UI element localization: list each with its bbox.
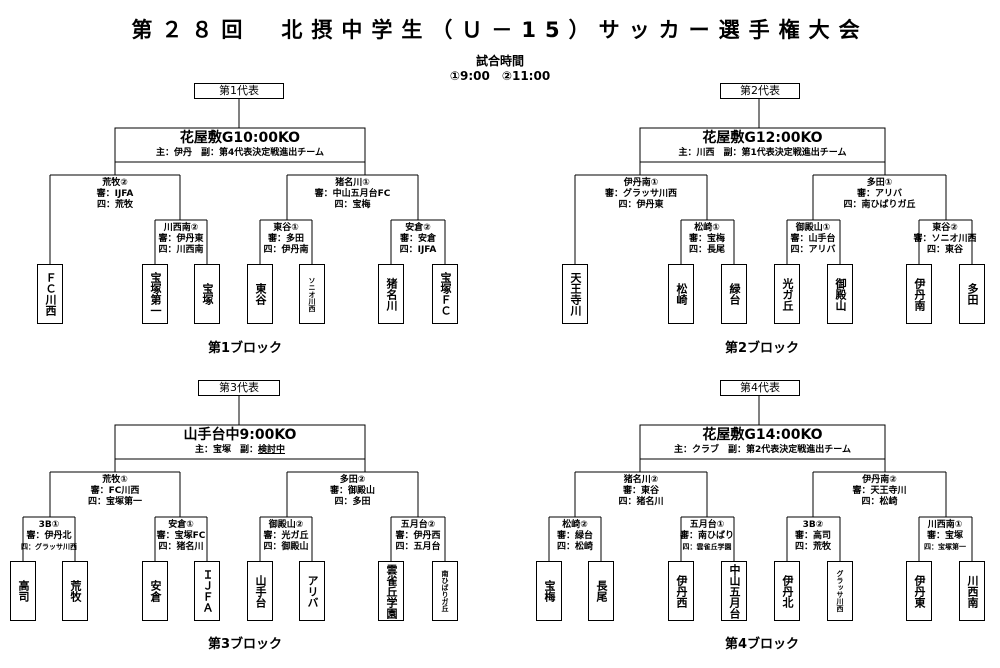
team-slot: 安倉 bbox=[142, 561, 168, 621]
team-slot: ＦＣ川西 bbox=[37, 264, 63, 324]
block1-representative: 第1代表 bbox=[194, 83, 284, 99]
team-slot: 宝塚第一 bbox=[142, 264, 168, 324]
team-slot: 伊丹南 bbox=[906, 264, 932, 324]
team-slot: 荒牧 bbox=[62, 561, 88, 621]
team-slot: 川西南 bbox=[959, 561, 985, 621]
schedule-times: ①9:00 ②11:00 bbox=[449, 69, 551, 83]
block3-label: 第3ブロック bbox=[208, 637, 283, 652]
block2-representative: 第2代表 bbox=[720, 83, 800, 99]
schedule-label: 試合時間 bbox=[475, 54, 524, 68]
team-slot: 南ひばりガ丘 bbox=[432, 561, 458, 621]
block3-venue: 山手台中9:00KO bbox=[183, 427, 297, 443]
block4-label: 第4ブロック bbox=[725, 637, 800, 652]
team-slot: 宝塚ＦＣ bbox=[432, 264, 458, 324]
team-slot: 宝塚 bbox=[194, 264, 220, 324]
team-slot: 伊丹東 bbox=[906, 561, 932, 621]
block2-officials: 主：川西 副：第1代表決定戦進出チーム bbox=[678, 148, 847, 158]
block1-venue: 花屋敷G10:00KO bbox=[179, 130, 301, 146]
team-slot: 雲雀丘学園 bbox=[378, 561, 404, 621]
team-slot: 長尾 bbox=[588, 561, 614, 621]
team-slot: グラッサ川西 bbox=[827, 561, 853, 621]
team-slot: 松崎 bbox=[668, 264, 694, 324]
block3-officials: 主：宝塚 副：検討中 bbox=[194, 445, 286, 455]
team-slot: 猪名川 bbox=[378, 264, 404, 324]
team-slot: 中山五月台 bbox=[721, 561, 747, 621]
team-slot: ＩＪＦＡ bbox=[194, 561, 220, 621]
team-slot: 高司 bbox=[10, 561, 36, 621]
page-title: 第２８回 北摂中学生（Ｕ－15）サッカー選手権大会 bbox=[131, 18, 869, 42]
block1-officials: 主：伊丹 副：第4代表決定戦進出チーム bbox=[156, 148, 324, 158]
block4-officials: 主：クラブ 副：第2代表決定戦進出チーム bbox=[674, 445, 851, 455]
block4-venue: 花屋敷G14:00KO bbox=[702, 427, 823, 443]
team-slot: 宝梅 bbox=[536, 561, 562, 621]
block1-label: 第1ブロック bbox=[208, 341, 283, 356]
block2-label: 第2ブロック bbox=[725, 341, 800, 356]
block3-representative: 第3代表 bbox=[198, 380, 280, 396]
team-slot: 伊丹北 bbox=[774, 561, 800, 621]
team-slot: 御殿山 bbox=[827, 264, 853, 324]
team-slot: 東谷 bbox=[247, 264, 273, 324]
team-slot: 天王寺川 bbox=[562, 264, 588, 324]
team-slot: 伊丹西 bbox=[668, 561, 694, 621]
team-slot: 緑台 bbox=[721, 264, 747, 324]
block2-venue: 花屋敷G12:00KO bbox=[702, 130, 823, 146]
block4-representative: 第4代表 bbox=[720, 380, 800, 396]
team-slot: 光ガ丘 bbox=[774, 264, 800, 324]
team-slot: アリバ bbox=[299, 561, 325, 621]
team-slot: 多田 bbox=[959, 264, 985, 324]
team-slot: ソニオ川西 bbox=[299, 264, 325, 324]
team-slot: 山手台 bbox=[247, 561, 273, 621]
